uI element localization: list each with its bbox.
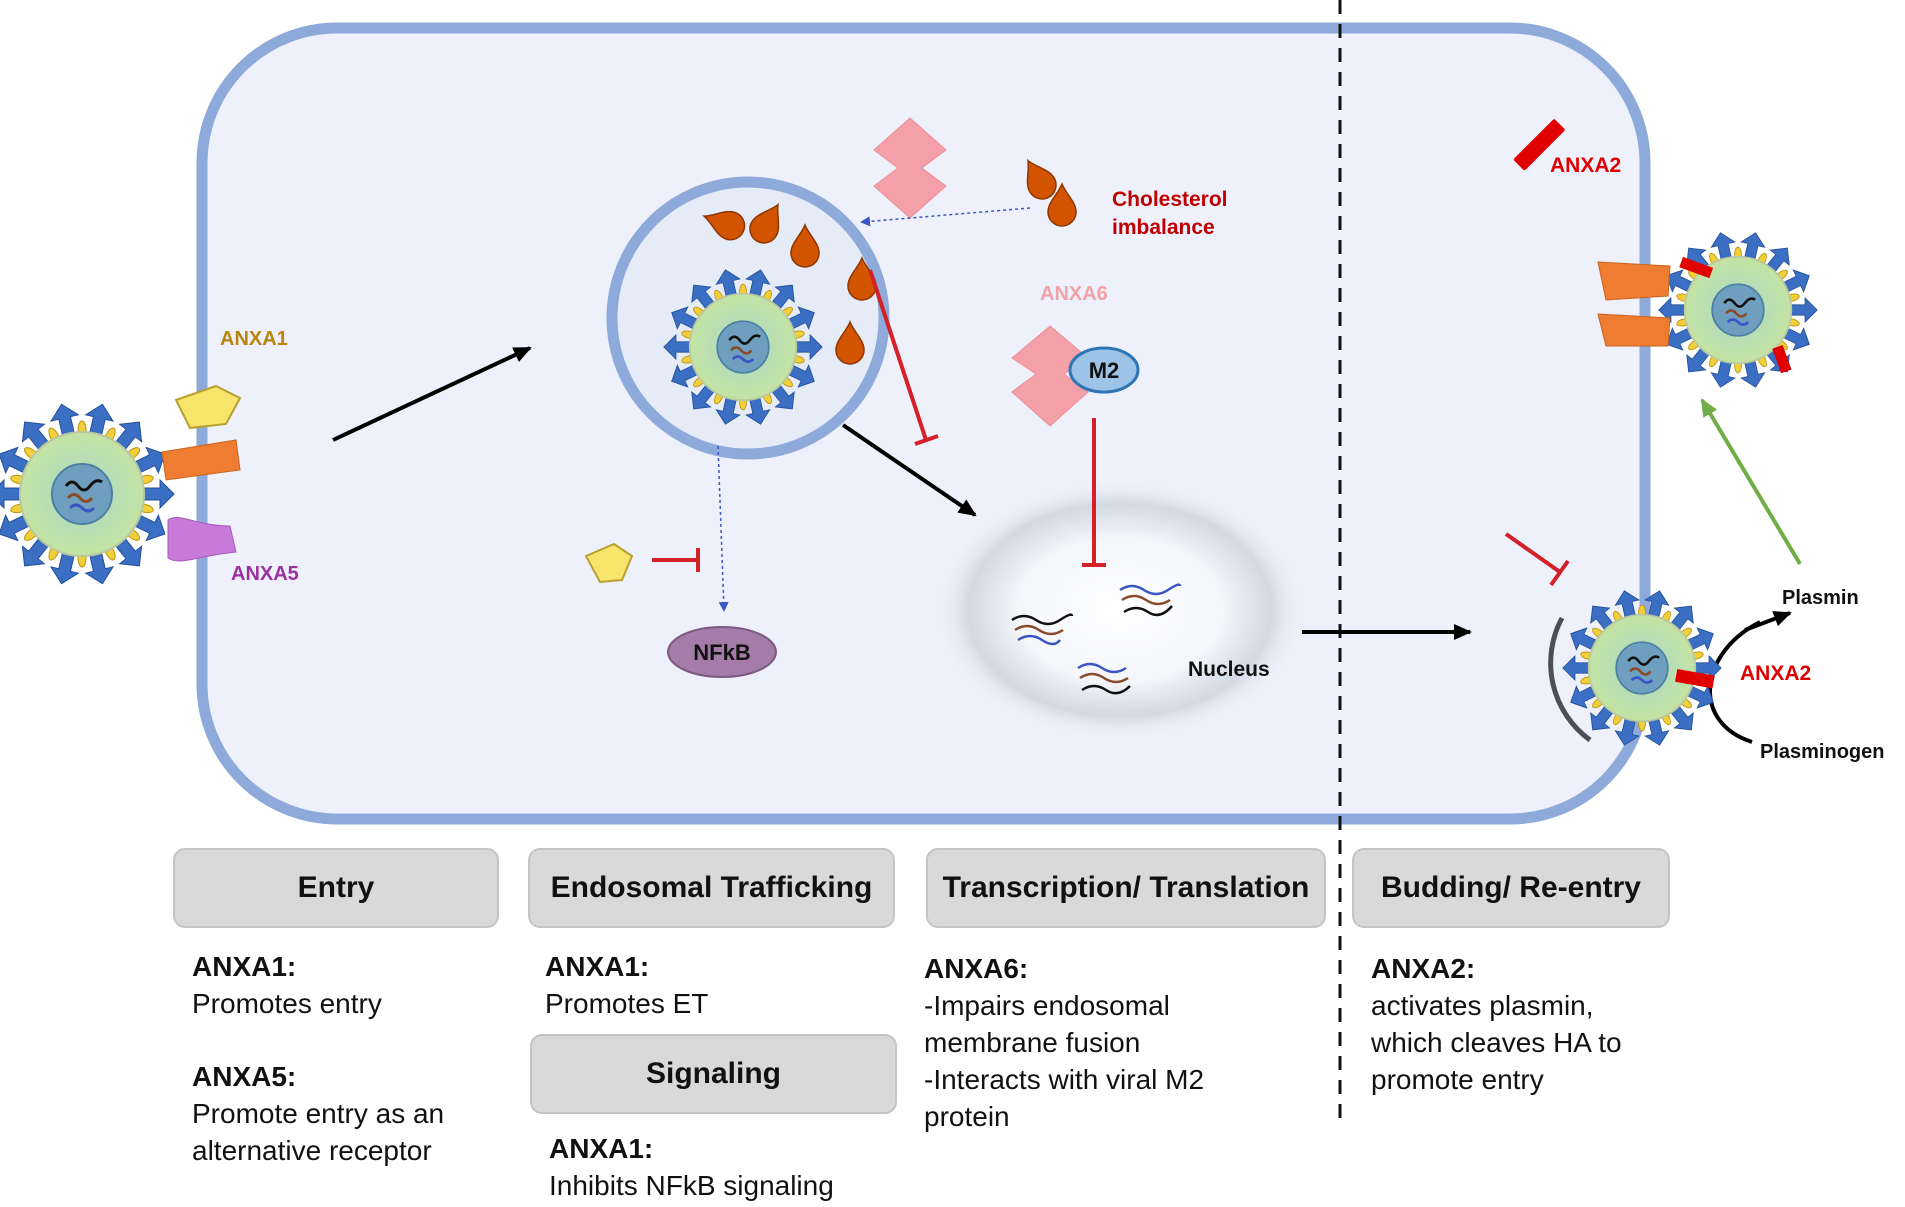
nfkb-label: NFkB: [693, 640, 750, 665]
stage-endosomal-title: Endosomal Trafficking: [550, 871, 873, 904]
plasmin-label: Plasmin: [1782, 587, 1859, 609]
cholesterol-droplet: [702, 210, 746, 241]
nucleus: [935, 480, 1305, 740]
budding-anxa2-text-1: activates plasmin,: [1371, 990, 1594, 1021]
endosomal-description: ANXA1: Promotes ET: [545, 948, 708, 1022]
stage-transcription-box: Transcription/ Translation: [926, 848, 1326, 928]
budding-inhibit-line: [1504, 532, 1562, 574]
cholesterol-droplet: [790, 222, 820, 268]
signaling-anxa1-text: Inhibits NFkB signaling: [549, 1170, 834, 1201]
stage-signaling-title: Signaling: [646, 1057, 781, 1090]
plasminogen-label: Plasminogen: [1760, 741, 1884, 763]
entry-anxa1-text: Promotes entry: [192, 988, 382, 1019]
anxa1-entry-label: ANXA1: [220, 328, 288, 350]
budding-anxa2-heading: ANXA2:: [1371, 953, 1476, 984]
endosome-to-nucleus-arrow: [841, 423, 977, 517]
entry-arrow: [332, 346, 532, 442]
anxa6-label: ANXA6: [1040, 283, 1108, 305]
extracellular-virion: [0, 399, 176, 589]
cholesterol-to-endosome-arrow: [860, 207, 1031, 227]
nfkb: [667, 626, 777, 678]
endosomal-anxa1-heading: ANXA1:: [545, 951, 650, 982]
entry-anxa5-text-1: Promote entry as an: [192, 1098, 445, 1129]
anxa2-on-reentry-2: [1772, 345, 1792, 374]
anxa2-on-reentry-1: [1679, 256, 1714, 279]
anxa5-label: ANXA5: [231, 563, 299, 585]
anxa2-top-shape: [1513, 119, 1565, 171]
anxa5-receptor-shape: [167, 517, 237, 562]
transcription-anxa6-text-2: membrane fusion: [924, 1027, 1141, 1058]
transcription-anxa6-text-4: protein: [924, 1101, 1010, 1132]
receptor-orange: [161, 439, 241, 481]
cholesterol-droplet: [1026, 158, 1057, 200]
anxa2-budding-label: ANXA2: [1740, 662, 1811, 685]
cholesterol-inhibit-line: [868, 269, 928, 441]
m2-protein: [1068, 346, 1140, 394]
m2-label: M2: [1089, 358, 1120, 383]
stage-endosomal-box: Endosomal Trafficking: [528, 848, 895, 928]
entry-anxa1-heading: ANXA1:: [192, 951, 297, 982]
plasmin-arrowhead: [1744, 611, 1792, 632]
transcription-anxa6-text-1: -Impairs endosomal: [924, 990, 1170, 1021]
cholesterol-label-line1: Cholesterol: [1112, 188, 1228, 211]
budding-anxa2-text-2: which cleaves HA to: [1371, 1027, 1622, 1058]
stage-signaling-box: Signaling: [530, 1034, 897, 1114]
stage-budding-title: Budding/ Re-entry: [1381, 871, 1641, 904]
reentry-virion: [1657, 228, 1819, 392]
entry-anxa5-heading: ANXA5:: [192, 1061, 297, 1092]
entry-description: ANXA1: Promotes entry ANXA5: Promote ent…: [192, 948, 444, 1169]
transcription-anxa6-text-3: -Interacts with viral M2: [924, 1064, 1205, 1095]
endosomal-anxa1-text: Promotes ET: [545, 988, 709, 1019]
reentry-receptor-2: [1597, 313, 1671, 347]
anxa2-on-budding-virion: [1675, 668, 1715, 689]
anxa2-top-label: ANXA2: [1550, 154, 1621, 177]
budding-virion: [1548, 586, 1723, 750]
stage-budding-box: Budding/ Re-entry: [1352, 848, 1670, 928]
reentry-receptor-1: [1597, 261, 1671, 301]
stage-transcription-title: Transcription/ Translation: [942, 871, 1310, 904]
cholesterol-droplets: [702, 158, 1077, 365]
anxa1-signaling-shape: [584, 542, 634, 584]
transcription-description: ANXA6: -Impairs endosomal membrane fusio…: [924, 950, 1204, 1135]
stage-entry-title: Entry: [297, 871, 375, 904]
anxa1-entry-shape: [174, 384, 242, 430]
cholesterol-droplet: [749, 202, 780, 244]
transcription-anxa6-heading: ANXA6:: [924, 953, 1029, 984]
entry-anxa5-text-2: alternative receptor: [192, 1135, 432, 1166]
cholesterol-droplet: [835, 319, 865, 365]
plasmin-activation-arrow: [1700, 398, 1802, 566]
nucleus-label: Nucleus: [1188, 658, 1270, 681]
stage-entry-box: Entry: [173, 848, 499, 928]
signaling-anxa1-heading: ANXA1:: [549, 1133, 654, 1164]
budding-anxa2-text-3: promote entry: [1371, 1064, 1544, 1095]
cholesterol-droplet: [1047, 181, 1077, 227]
viral-rna-in-nucleus: [1011, 583, 1182, 695]
cholesterol-inhibit-bar: [914, 434, 939, 446]
cholesterol-label-line2: imbalance: [1112, 216, 1215, 239]
signaling-description: ANXA1: Inhibits NFkB signaling: [549, 1130, 834, 1204]
budding-inhibit-bar: [1549, 559, 1570, 587]
budding-description: ANXA2: activates plasmin, which cleaves …: [1371, 950, 1622, 1098]
